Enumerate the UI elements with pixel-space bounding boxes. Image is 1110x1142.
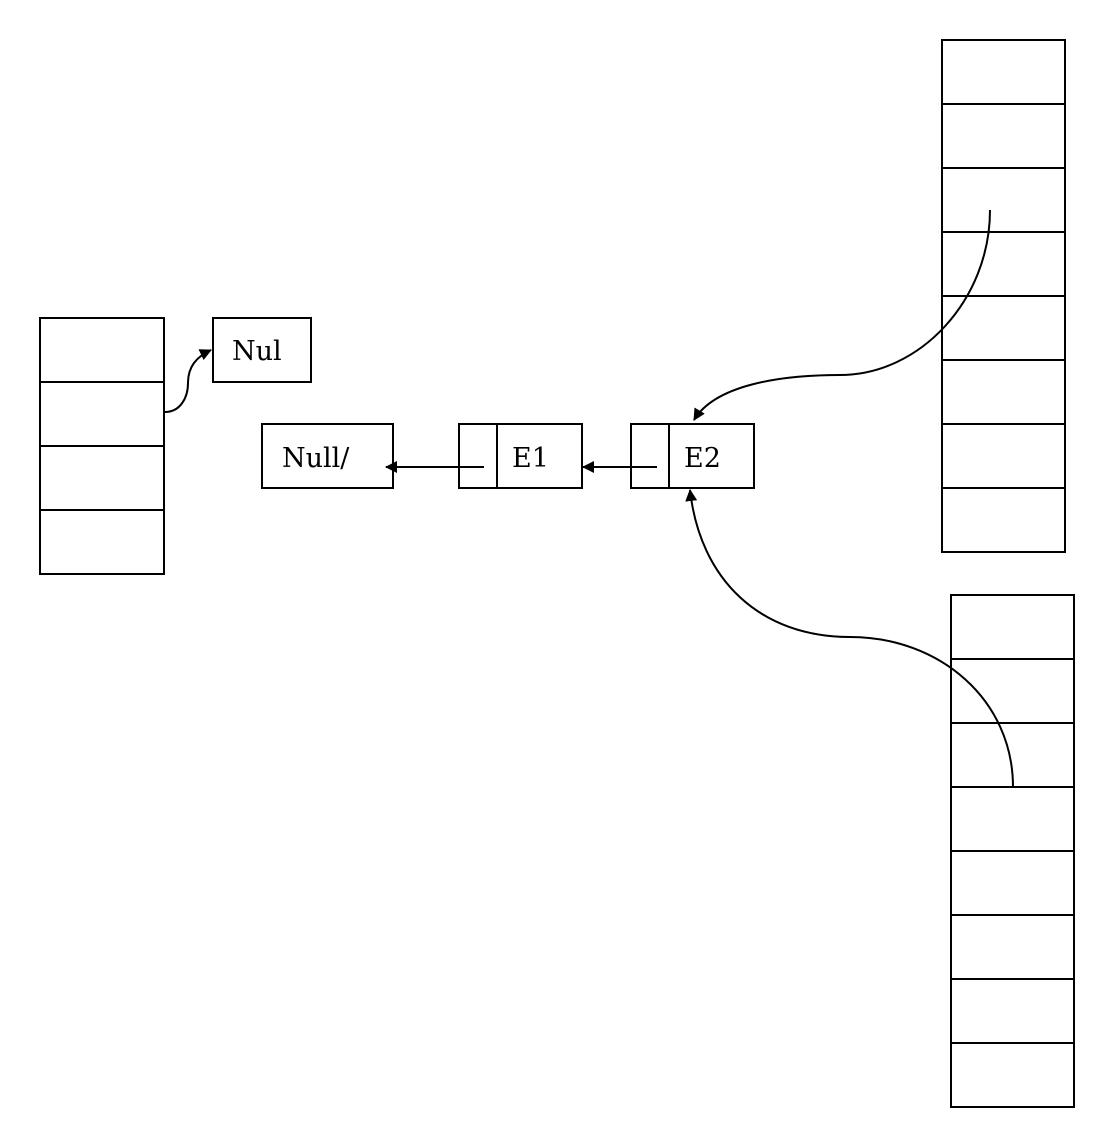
e2-node: E2 [630,423,755,489]
e1-node: E1 [458,423,583,489]
right-bottom-bucket-cell [950,978,1075,1044]
right-top-bucket-cell [941,39,1066,105]
e1-node-box [458,423,583,489]
null-node-box [261,423,394,489]
right-bottom-bucket-cell [950,594,1075,660]
e1-node-label: E1 [512,443,549,474]
right-bottom-bucket-array [950,594,1075,1108]
left-bucket-cell [39,381,165,447]
null-node-label: Null/ [282,443,350,474]
right-bottom-bucket-cell [950,1042,1075,1108]
nul-node-label: Nul [232,336,282,367]
right-top-bucket-cell [941,167,1066,233]
nul-node-box [212,317,312,383]
right-bottom-bucket-cell [950,914,1075,980]
left-bucket-cell [39,509,165,575]
nul-node: Nul [212,317,312,383]
arrow-right-bottom-table-to-e2 [685,489,1014,788]
right-top-bucket-cell [941,487,1066,553]
left-bucket-array [39,317,165,575]
right-top-bucket-cell [941,231,1066,297]
null-node: Null/ [261,423,394,489]
right-top-bucket-cell [941,359,1066,425]
right-top-bucket-cell [941,423,1066,489]
left-bucket-cell [39,445,165,511]
arrow-right-top-table-to-e2 [693,209,991,421]
right-bottom-bucket-cell [950,658,1075,724]
right-bottom-bucket-cell [950,786,1075,852]
arrow-left-table-to-nul [164,349,212,413]
e2-node-box [630,423,755,489]
e2-node-label: E2 [684,443,721,474]
left-bucket-cell [39,317,165,383]
right-top-bucket-cell [941,103,1066,169]
right-bottom-bucket-cell [950,850,1075,916]
right-top-bucket-array [941,39,1066,553]
